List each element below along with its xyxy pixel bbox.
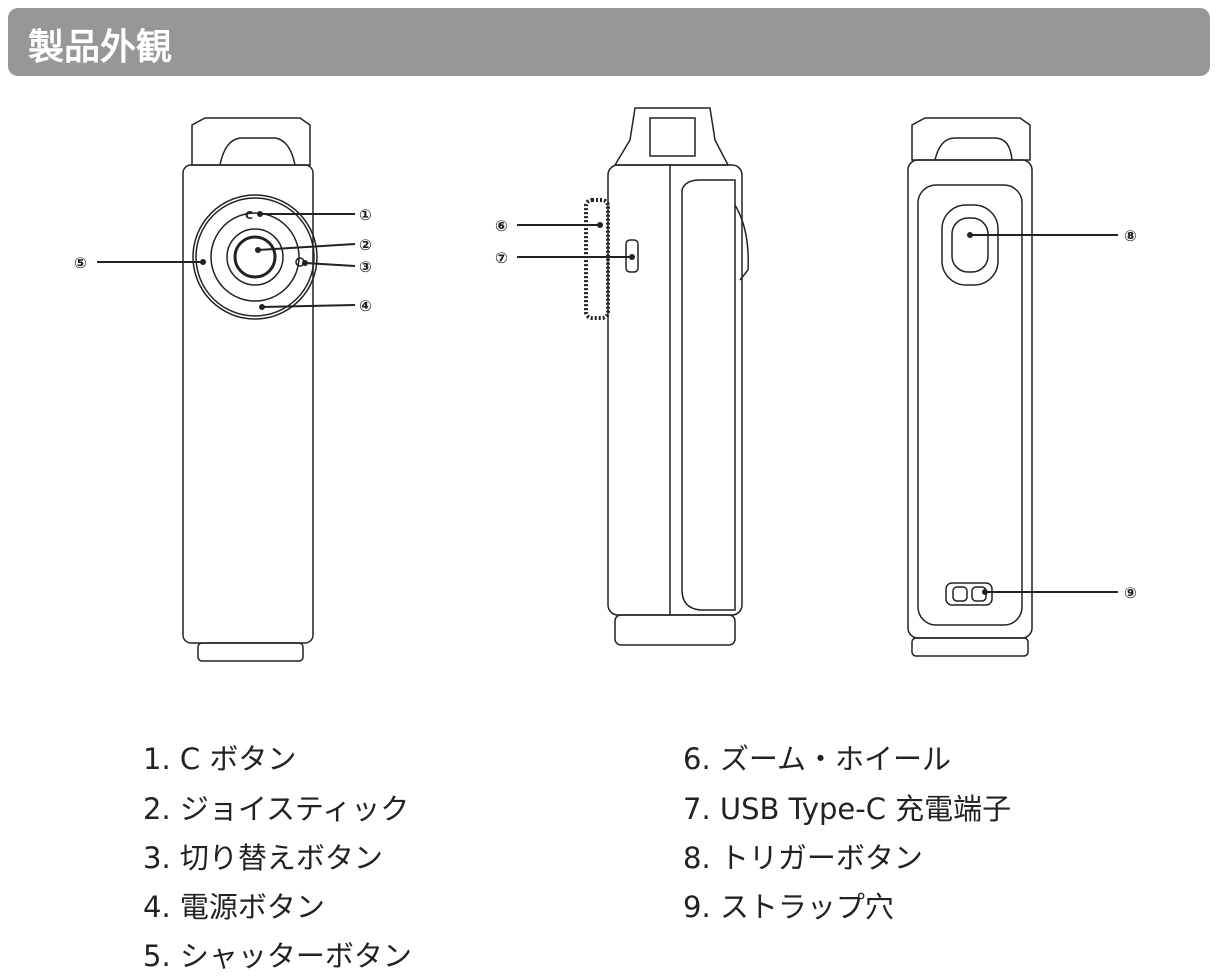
legend-item: 1. C ボタン: [143, 742, 297, 776]
callout-8: ⑧: [1124, 227, 1137, 245]
legend-item: 6. ズーム・ホイール: [683, 742, 952, 776]
legend-item: 2. ジョイスティック: [143, 792, 410, 826]
legend-item: 7. USB Type-C 充電端子: [683, 792, 1012, 826]
product-diagram: C ① ② ③ ④ ⑤ ⑥: [74, 107, 1137, 662]
side-view: [584, 107, 749, 646]
legend-item: 4. 電源ボタン: [143, 890, 325, 924]
callout-9: ⑨: [1124, 584, 1137, 602]
callout-6: ⑥: [495, 217, 508, 235]
legend-item: 5. シャッターボタン: [143, 939, 412, 973]
section-title: 製品外観: [28, 27, 173, 68]
front-view: C: [182, 117, 318, 662]
callout-7: ⑦: [495, 249, 508, 267]
callout-3: ③: [359, 258, 372, 276]
callout-4: ④: [359, 297, 372, 315]
section-header: 製品外観: [8, 8, 1210, 76]
legend-item: 3. 切り替えボタン: [143, 841, 383, 875]
callout-lines: [97, 213, 1118, 593]
svg-text:C: C: [245, 209, 253, 222]
callout-5: ⑤: [74, 254, 87, 272]
callout-1: ①: [359, 206, 372, 224]
legend-item: 9. ストラップ穴: [683, 890, 894, 924]
legend-item: 8. トリガーボタン: [683, 841, 923, 875]
back-view: [907, 117, 1033, 657]
callout-2: ②: [359, 236, 372, 254]
